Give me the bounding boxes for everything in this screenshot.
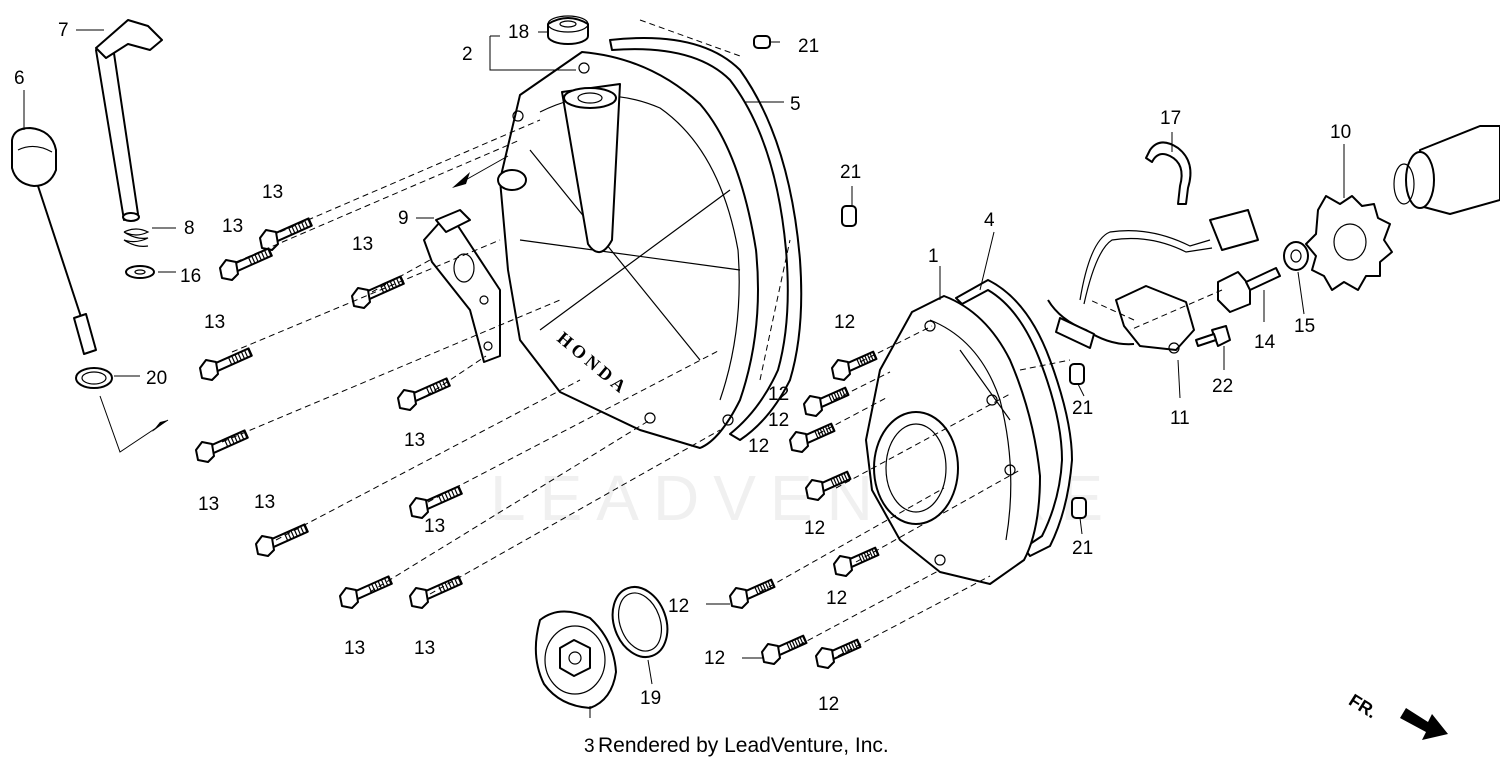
callout-12[interactable]: 12 xyxy=(748,436,769,457)
part-13-bolt[interactable] xyxy=(351,275,405,309)
part-21-dowel[interactable] xyxy=(753,35,771,49)
callout-20[interactable]: 20 xyxy=(146,368,167,389)
callout-13[interactable]: 13 xyxy=(424,516,445,537)
callout-12[interactable]: 12 xyxy=(818,694,839,715)
part-9-plate[interactable] xyxy=(423,209,501,363)
callout-12[interactable]: 12 xyxy=(768,384,789,405)
callout-leader-lines xyxy=(23,29,1345,718)
part-16-washer[interactable] xyxy=(125,265,155,279)
part-13-bolt[interactable] xyxy=(339,575,393,609)
part-5-gasket[interactable] xyxy=(609,37,803,441)
installation-guide-lines xyxy=(221,19,1223,657)
part-15-washer[interactable] xyxy=(1283,241,1309,271)
callout-9[interactable]: 9 xyxy=(398,208,409,229)
part-13-bolt[interactable] xyxy=(195,429,249,463)
callout-12[interactable]: 12 xyxy=(668,596,689,617)
callout-21[interactable]: 21 xyxy=(798,36,819,57)
part-13-bolt[interactable] xyxy=(409,575,463,609)
callout-12[interactable]: 12 xyxy=(804,518,825,539)
callout-2[interactable]: 2 xyxy=(462,44,473,65)
part-14-bolt[interactable] xyxy=(1217,267,1281,313)
part-21-dowel[interactable] xyxy=(841,205,857,227)
part-7-shift-shaft[interactable] xyxy=(95,19,163,222)
callout-13[interactable]: 13 xyxy=(198,494,219,515)
part-3-cap[interactable] xyxy=(534,610,617,709)
part-13-bolt[interactable] xyxy=(409,485,463,519)
callout-10[interactable]: 10 xyxy=(1330,122,1351,143)
part-12-bolt[interactable] xyxy=(833,546,880,577)
part-12-bolt[interactable] xyxy=(789,422,836,453)
callout-13[interactable]: 13 xyxy=(262,182,283,203)
part-2-clutch-cover[interactable]: HONDA xyxy=(497,51,759,449)
part-13-bolt[interactable] xyxy=(255,523,309,557)
callout-3[interactable]: 3 xyxy=(584,736,595,757)
part-21-dowel[interactable] xyxy=(1071,497,1087,519)
part-12-bolt[interactable] xyxy=(805,470,852,501)
callout-12[interactable]: 12 xyxy=(834,312,855,333)
callout-13[interactable]: 13 xyxy=(352,234,373,255)
callout-17[interactable]: 17 xyxy=(1160,108,1181,129)
callout-16[interactable]: 16 xyxy=(180,266,201,287)
part-6-dipstick[interactable] xyxy=(11,127,97,355)
callout-13[interactable]: 13 xyxy=(344,638,365,659)
part-12-bolt[interactable] xyxy=(729,578,776,609)
callout-12[interactable]: 12 xyxy=(826,588,847,609)
part-13-bolt[interactable] xyxy=(397,377,451,411)
part-1-generator-cover[interactable] xyxy=(865,295,1041,585)
callout-6[interactable]: 6 xyxy=(14,68,25,89)
callout-11[interactable]: 11 xyxy=(1170,408,1190,429)
callout-13[interactable]: 13 xyxy=(254,492,275,513)
callout-21[interactable]: 21 xyxy=(1072,538,1093,559)
callout-12[interactable]: 12 xyxy=(704,648,725,669)
callout-15[interactable]: 15 xyxy=(1294,316,1315,337)
part-13-bolt[interactable] xyxy=(199,347,253,381)
part-19-oring[interactable] xyxy=(603,579,676,664)
part-12-bolt[interactable] xyxy=(815,638,862,669)
dipstick-install-arrow xyxy=(99,395,169,453)
callout-22[interactable]: 22 xyxy=(1212,376,1233,397)
part-12-bolt[interactable] xyxy=(831,350,878,381)
callout-13[interactable]: 13 xyxy=(222,216,243,237)
part-17-clamp[interactable] xyxy=(1145,141,1192,205)
part-22-bolt[interactable] xyxy=(1195,325,1231,347)
callout-21[interactable]: 21 xyxy=(1072,398,1093,419)
callout-8[interactable]: 8 xyxy=(184,218,195,239)
part-21-dowel[interactable] xyxy=(1069,363,1085,385)
part-12-bolt[interactable] xyxy=(761,634,808,665)
part-12-bolt[interactable] xyxy=(803,386,850,417)
callout-1[interactable]: 1 xyxy=(928,246,939,267)
assembly-arrow xyxy=(452,155,509,188)
part-10-starter-gear[interactable] xyxy=(1305,125,1500,291)
front-direction-arrow xyxy=(1400,708,1448,740)
callout-4[interactable]: 4 xyxy=(984,210,995,231)
part-8-spring[interactable] xyxy=(123,228,150,247)
callout-12[interactable]: 12 xyxy=(768,410,789,431)
part-13-bolt[interactable] xyxy=(219,247,273,281)
callout-14[interactable]: 14 xyxy=(1254,332,1276,353)
part-13-bolt[interactable] xyxy=(259,217,313,251)
callout-13[interactable]: 13 xyxy=(204,312,225,333)
callout-7[interactable]: 7 xyxy=(58,20,69,41)
render-credit: Rendered by LeadVenture, Inc. xyxy=(598,734,889,757)
callout-21[interactable]: 21 xyxy=(840,162,861,183)
callout-13[interactable]: 13 xyxy=(404,430,425,451)
part-13-bolt-group xyxy=(195,217,463,609)
part-20-oring[interactable] xyxy=(75,367,113,389)
part-11-pulser-generator[interactable] xyxy=(1047,209,1259,354)
callout-13[interactable]: 13 xyxy=(414,638,435,659)
callout-5[interactable]: 5 xyxy=(790,94,801,115)
callout-19[interactable]: 19 xyxy=(640,688,661,709)
callout-18[interactable]: 18 xyxy=(508,22,529,43)
part-18-seal[interactable] xyxy=(547,15,589,45)
part-12-bolt-group xyxy=(729,350,880,669)
